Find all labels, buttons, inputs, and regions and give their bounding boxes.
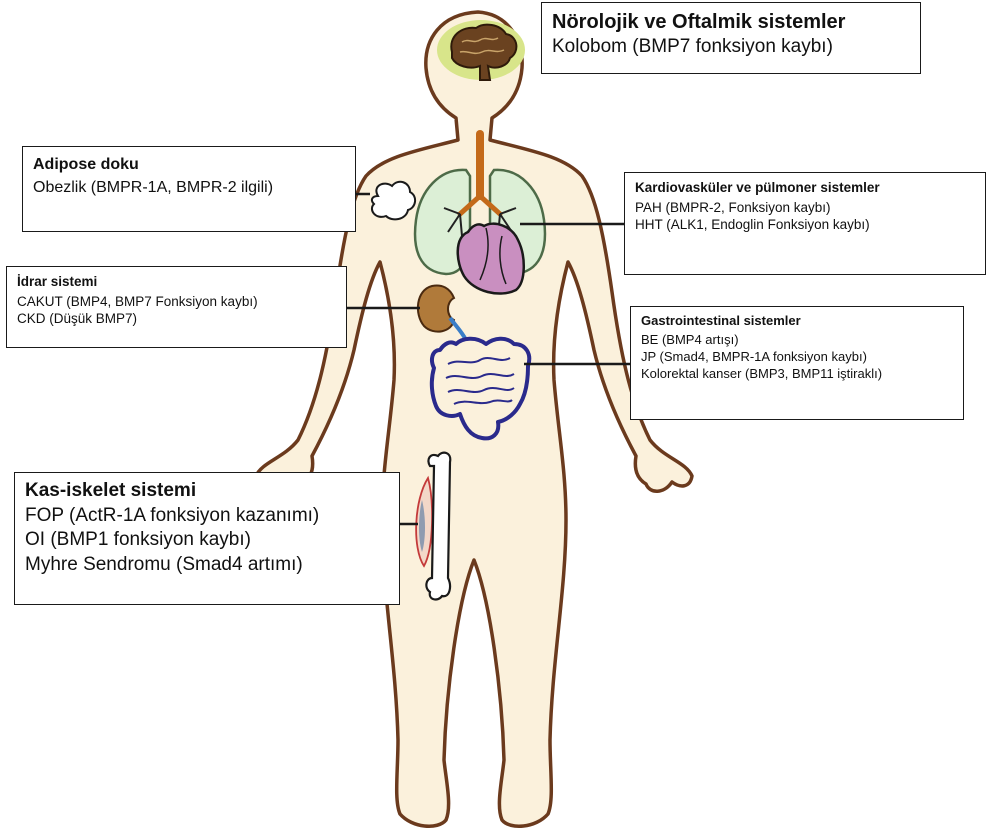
cardio-title: Kardiovasküler ve pülmoner sistemler (635, 179, 975, 197)
box-adipose-tissue: Adipose doku Obezlik (BMPR-1A, BMPR-2 il… (22, 146, 356, 232)
kidney-icon (418, 286, 454, 332)
cardio-item-1: PAH (BMPR-2, Fonksiyon kaybı) (635, 199, 975, 217)
gi-item-1: BE (BMP4 artışı) (641, 332, 953, 349)
adipose-item-1: Obezlik (BMPR-1A, BMPR-2 ilgili) (33, 178, 345, 199)
box-cardiovascular-pulmonary: Kardiovasküler ve pülmoner sistemler PAH… (624, 172, 986, 275)
neuro-title: Nörolojik ve Oftalmik sistemler (552, 9, 910, 35)
gi-item-2: JP (Smad4, BMPR-1A fonksiyon kaybı) (641, 349, 953, 366)
urinary-item-1: CAKUT (BMP4, BMP7 Fonksiyon kaybı) (17, 293, 336, 311)
gi-item-3: Kolorektal kanser (BMP3, BMP11 iştiraklı… (641, 366, 953, 383)
urinary-item-2: CKD (Düşük BMP7) (17, 310, 336, 328)
cardio-item-2: HHT (ALK1, Endoglin Fonksiyon kaybı) (635, 216, 975, 234)
box-gastrointestinal: Gastrointestinal sistemler BE (BMP4 artı… (630, 306, 964, 420)
neuro-item-1: Kolobom (BMP7 fonksiyon kaybı) (552, 35, 910, 60)
box-musculoskeletal: Kas-iskelet sistemi FOP (ActR-1A fonksiy… (14, 472, 400, 605)
adipose-title: Adipose doku (33, 155, 345, 176)
msk-item-3: Myhre Sendromu (Smad4 artımı) (25, 553, 389, 578)
msk-title: Kas-iskelet sistemi (25, 479, 389, 504)
msk-item-1: FOP (ActR-1A fonksiyon kazanımı) (25, 504, 389, 529)
box-neurological-ophthalmic: Nörolojik ve Oftalmik sistemler Kolobom … (541, 2, 921, 74)
box-urinary-system: İdrar sistemi CAKUT (BMP4, BMP7 Fonksiyo… (6, 266, 347, 348)
msk-item-2: OI (BMP1 fonksiyon kaybı) (25, 528, 389, 553)
gi-title: Gastrointestinal sistemler (641, 313, 953, 330)
body-silhouette (256, 12, 692, 826)
urinary-title: İdrar sistemi (17, 273, 336, 291)
